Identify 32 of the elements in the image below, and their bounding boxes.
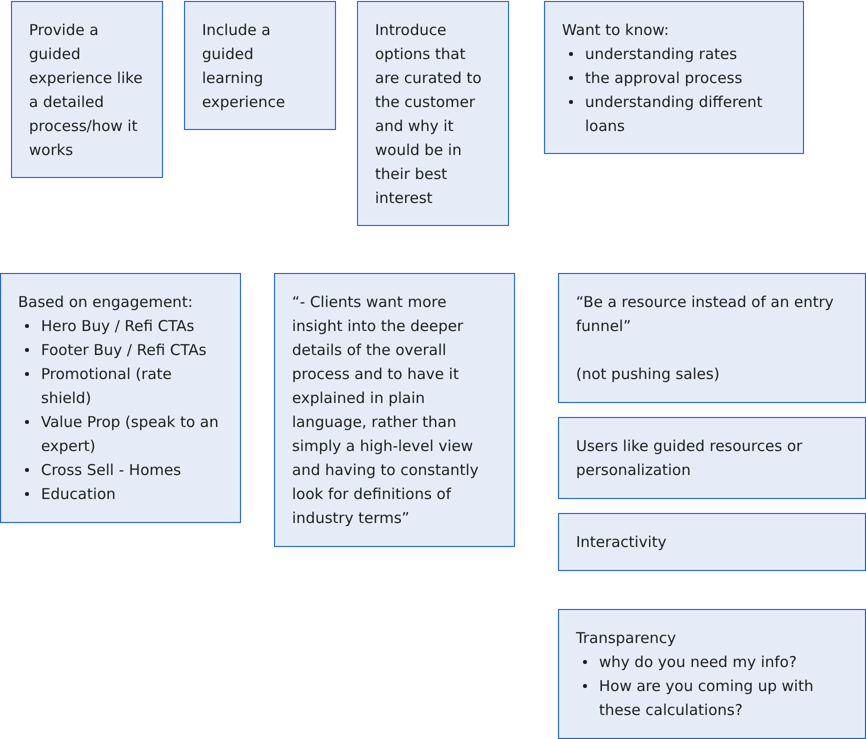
sticky-note [11,1,163,178]
note-text: Provide a guided experience like a detailed process/how it works [29,20,144,161]
note-heading: Based on engagement: [18,292,194,313]
bullet-text: How are you coming up with these calculations? [599,676,814,721]
bullet-text: understanding rates [585,44,738,65]
note-text: Interactivity [576,532,668,553]
bullet-text: the approval process [585,68,744,89]
sticky-note [558,417,866,499]
bullet-text: understanding different loans [585,92,764,137]
bullet-text: Education [41,484,117,505]
note-text: “- Clients want more insight into the deeper details of the overall process and to have it explained in plain language, rather than simply a high-level view and having to constantly look for definitions of industry terms” [292,292,480,529]
note-heading: Transparency [576,628,678,649]
note-text: Users like guided resources or personalization [576,436,804,481]
bullet-text: Footer Buy / Refi CTAs [41,340,208,361]
sticky-note [558,273,866,403]
sticky-note [558,609,866,739]
sticky-note [274,273,515,547]
note-heading: Want to know: [562,20,670,41]
note-text: Introduce options that are curated to the customer and why it would be in their best interest [375,20,483,209]
sticky-note [558,513,866,571]
bullet-text: Hero Buy / Refi CTAs [41,316,196,337]
bullet-text: Value Prop (speak to an expert) [41,412,220,457]
bullet-text: why do you need my info? [599,652,798,673]
sticky-note [184,1,336,130]
bullet-text: Promotional (rate shield) [41,364,173,409]
sticky-note [357,1,509,226]
note-text: (not pushing sales) [576,364,721,385]
bullet-text: Cross Sell - Homes [41,460,182,481]
note-text: “Be a resource instead of an entry funnel” [576,292,835,337]
sticky-note [0,273,241,523]
sticky-note [544,1,804,154]
note-text: Include a guided learning experience [202,20,286,113]
